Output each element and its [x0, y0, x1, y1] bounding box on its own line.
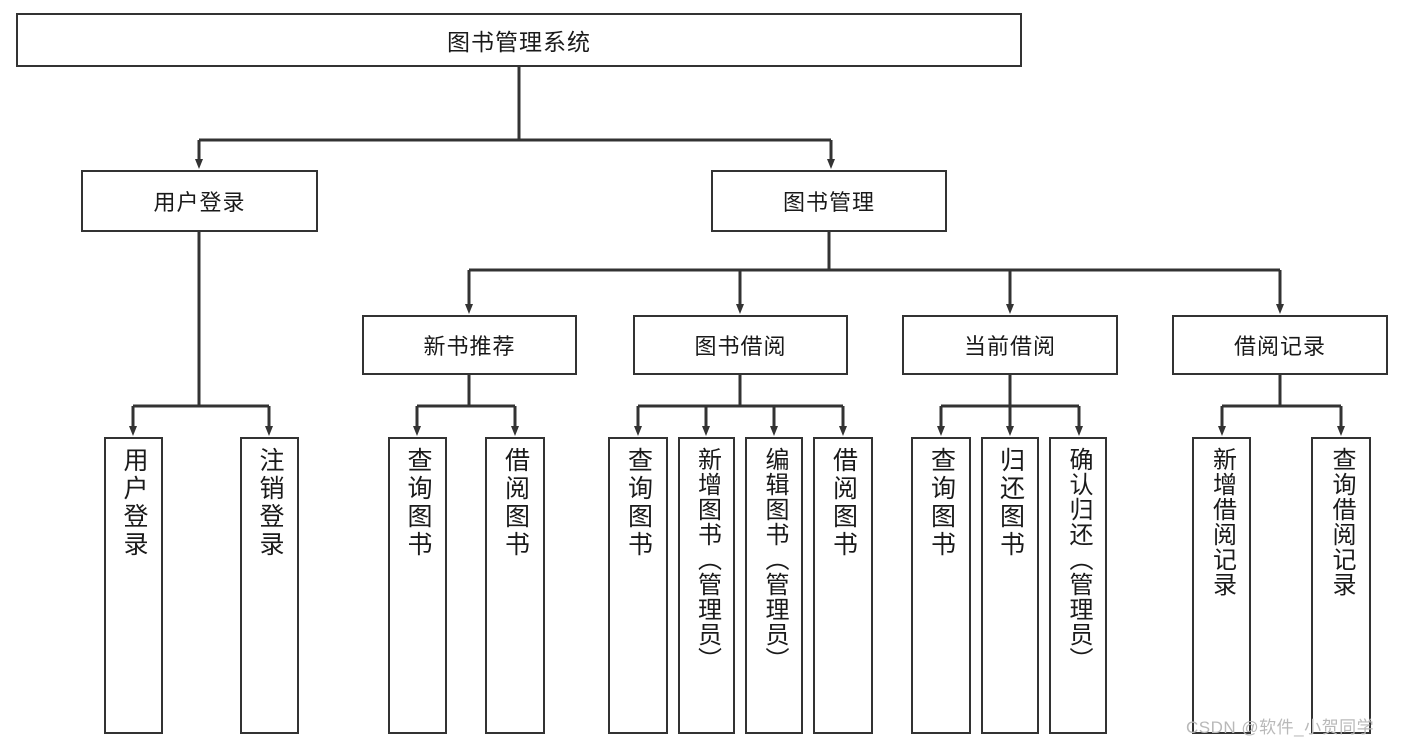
leaf-label: 归还图书: [996, 447, 1025, 559]
leaf-add-borrow-record[interactable]: 新增借阅记录: [1192, 437, 1251, 734]
leaf-label: 查询图书: [404, 447, 432, 559]
node-book-management[interactable]: 图书管理: [711, 170, 947, 232]
leaf-return-book[interactable]: 归还图书: [981, 437, 1039, 734]
leaf-label: 查询图书: [624, 447, 653, 559]
leaf-label: 借阅图书: [829, 447, 858, 559]
leaf-query-borrow-record[interactable]: 查询借阅记录: [1311, 437, 1371, 734]
leaf-add-book-admin[interactable]: 新增图书（管理员）: [678, 437, 735, 734]
leaf-label: 注销登录: [256, 447, 284, 559]
leaf-confirm-return-admin[interactable]: 确认归还（管理员）: [1049, 437, 1107, 734]
leaf-borrow-book[interactable]: 借阅图书: [813, 437, 873, 734]
node-book-borrow[interactable]: 图书借阅: [633, 315, 848, 375]
leaf-label: 新增图书（管理员）: [693, 447, 721, 672]
leaf-query-book-current[interactable]: 查询图书: [911, 437, 971, 734]
leaf-label: 编辑图书（管理员）: [760, 447, 788, 672]
leaf-label: 借阅图书: [501, 447, 530, 559]
leaf-label: 查询借阅记录: [1327, 447, 1355, 597]
node-borrow-record[interactable]: 借阅记录: [1172, 315, 1388, 375]
leaf-label: 新增借阅记录: [1208, 447, 1236, 597]
node-current-borrow[interactable]: 当前借阅: [902, 315, 1118, 375]
leaf-logout[interactable]: 注销登录: [240, 437, 299, 734]
leaf-borrow-book-recommend[interactable]: 借阅图书: [485, 437, 545, 734]
node-user-login[interactable]: 用户登录: [81, 170, 318, 232]
leaf-user-login[interactable]: 用户登录: [104, 437, 163, 734]
leaf-label: 查询图书: [927, 447, 956, 559]
node-root[interactable]: 图书管理系统: [16, 13, 1022, 67]
leaf-label: 确认归还（管理员）: [1064, 447, 1092, 672]
leaf-label: 用户登录: [120, 447, 148, 559]
leaf-query-book-borrow[interactable]: 查询图书: [608, 437, 668, 734]
watermark: CSDN @软件_小贺同学: [1186, 718, 1375, 737]
leaf-edit-book-admin[interactable]: 编辑图书（管理员）: [745, 437, 803, 734]
node-new-book-recommend[interactable]: 新书推荐: [362, 315, 577, 375]
leaf-query-book-recommend[interactable]: 查询图书: [388, 437, 447, 734]
